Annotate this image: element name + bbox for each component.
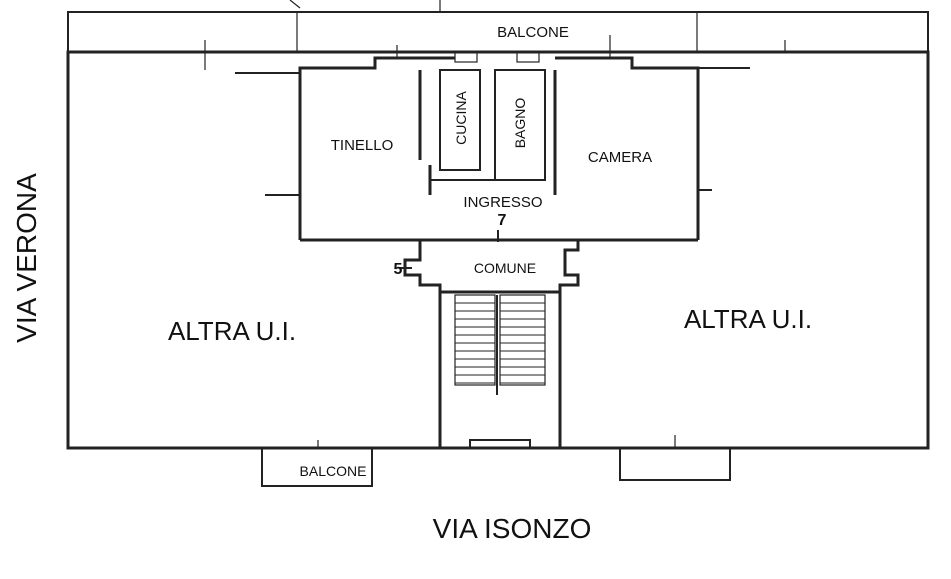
common-hall <box>400 230 580 294</box>
bottom-balcony-label: BALCONE <box>300 463 367 479</box>
comune-label: COMUNE <box>474 260 536 276</box>
bottom-balcony-right <box>619 447 731 481</box>
tinello-label: TINELLO <box>331 137 394 154</box>
apartment-wall-top-right <box>555 56 700 240</box>
staircase <box>438 292 562 449</box>
street-bottom-label: VIA ISONZO <box>433 513 592 544</box>
ingresso-label: INGRESSO <box>463 194 542 211</box>
stair-threshold <box>469 439 531 449</box>
stair-flight-left <box>454 294 496 386</box>
stair-steps <box>455 302 545 384</box>
other-unit-right-label: ALTRA U.I. <box>684 304 812 334</box>
bagno-label: BAGNO <box>512 98 528 149</box>
camera-label: CAMERA <box>588 149 652 166</box>
bagno-box <box>494 69 546 181</box>
apartment-wall-top-left <box>298 56 455 240</box>
vent-right <box>516 51 540 63</box>
marker-five: 5 <box>394 261 403 278</box>
street-left-label: VIA VERONA <box>11 173 42 343</box>
top-balcony-label: BALCONE <box>497 24 569 41</box>
vent-left <box>454 51 478 63</box>
stair-flight-right <box>499 294 546 386</box>
comune-outline <box>403 238 580 294</box>
apartment <box>235 51 750 242</box>
bottom-balcony-left <box>261 447 373 487</box>
top-mark <box>289 0 301 9</box>
other-unit-left-label: ALTRA U.I. <box>168 316 296 346</box>
cucina-box <box>439 69 481 171</box>
cucina-label: CUCINA <box>453 91 469 145</box>
marker-seven: 7 <box>498 212 507 229</box>
wall-ticks <box>204 35 786 448</box>
